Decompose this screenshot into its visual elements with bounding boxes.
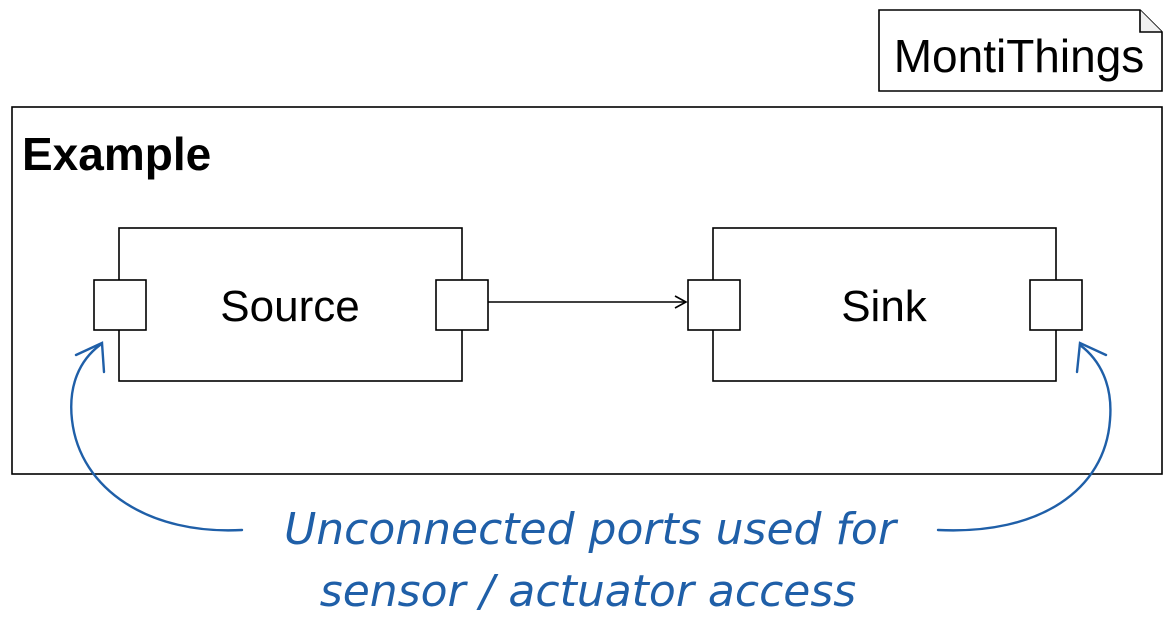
- language-note: MontiThings: [878, 9, 1163, 92]
- right-curved-arrow: [936, 343, 1112, 532]
- sink-component: Sink: [687, 227, 1083, 382]
- sink-component-label: Sink: [841, 282, 928, 331]
- source-output-port: [435, 279, 489, 331]
- source-component-label: Source: [220, 282, 359, 331]
- container-component-title: Example: [22, 128, 211, 180]
- annotation-line-2: sensor / actuator access: [320, 566, 856, 617]
- annotation-arrows: [70, 341, 1112, 532]
- left-arrowhead: [74, 341, 106, 374]
- language-note-label: MontiThings: [894, 30, 1145, 82]
- source-input-port: [93, 279, 147, 331]
- annotation-line-1: Unconnected ports used for: [284, 504, 899, 555]
- right-arrowhead: [1075, 341, 1108, 374]
- container-component: Example: [11, 106, 1163, 475]
- left-curved-arrow: [70, 343, 244, 532]
- sink-output-port: [1029, 279, 1083, 331]
- source-component: Source: [93, 227, 489, 382]
- sink-input-port: [687, 279, 741, 331]
